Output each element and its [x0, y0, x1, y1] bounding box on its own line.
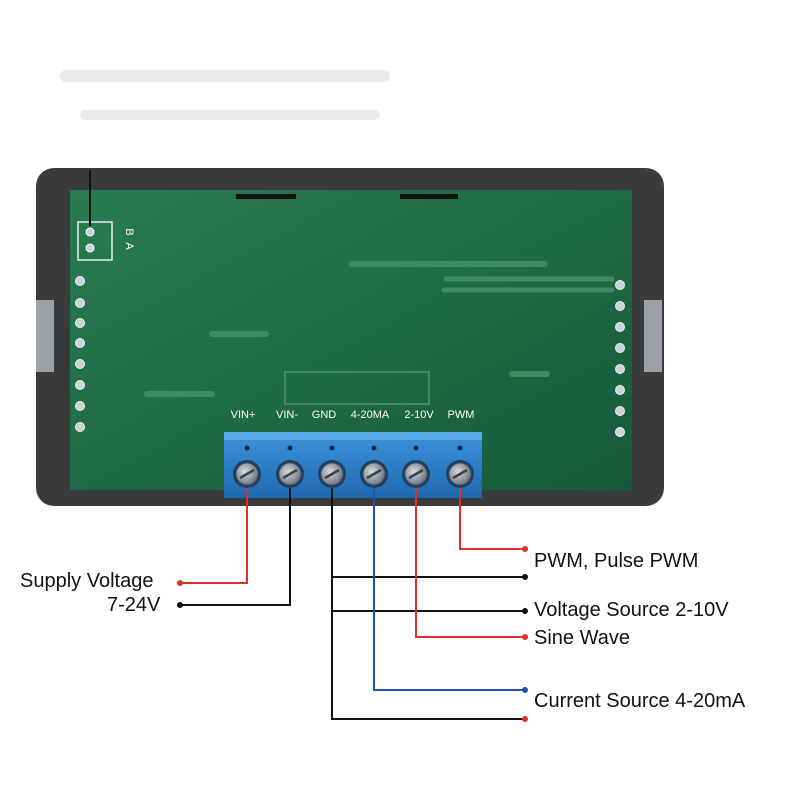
pcb-pad	[615, 427, 625, 437]
wire-end-dots	[177, 546, 528, 722]
terminal-label: GND	[312, 409, 337, 421]
supply-range-label: 7-24V	[107, 594, 161, 616]
terminal-wire-hole	[413, 445, 419, 451]
wire-supply-negative	[180, 488, 291, 606]
pcb-pad	[75, 298, 85, 308]
terminal-wire-hole	[329, 445, 335, 451]
header-label-b: B	[123, 228, 135, 235]
terminal-wire-hole	[244, 445, 250, 451]
pcb-pad	[615, 301, 625, 311]
screw-slot	[324, 468, 340, 480]
right-pad-column	[615, 280, 625, 437]
pcb-pad	[75, 380, 85, 390]
wire-current-source	[373, 488, 525, 691]
wire-supply-positive	[180, 488, 248, 584]
blurred-text-shadow	[60, 70, 390, 120]
voltage-source-label: Voltage Source 2-10V	[534, 599, 729, 621]
pcb-pad	[75, 338, 85, 348]
housing-side-tab-right	[644, 300, 662, 372]
screw-slot	[366, 468, 382, 480]
terminal-label: PWM	[448, 409, 475, 421]
terminal-labels: VIN+ VIN- GND 4-20MA 2-10V PWM	[231, 409, 475, 421]
wire-gnd-voltage	[331, 577, 525, 612]
screw-slot	[452, 468, 468, 480]
wire-pwm-output	[459, 488, 525, 550]
wire-gnd-current	[331, 611, 525, 720]
header-pin-b	[85, 227, 95, 237]
pcb-pad	[615, 322, 625, 332]
pcb-pad	[75, 359, 85, 369]
pcb-pad	[75, 401, 85, 411]
screw-slot	[282, 468, 298, 480]
header-pin-a	[85, 243, 95, 253]
screw-slot	[408, 468, 424, 480]
supply-voltage-label: Supply Voltage	[20, 570, 154, 592]
sine-wave-label: Sine Wave	[534, 627, 630, 649]
pcb-pad	[75, 276, 85, 286]
terminal-block	[224, 432, 482, 498]
left-pad-column	[75, 276, 85, 432]
pcb-pad	[75, 422, 85, 432]
terminal-label: 4-20MA	[351, 409, 390, 421]
pcb-pad	[615, 385, 625, 395]
terminal-label: VIN-	[276, 409, 298, 421]
pcb-pad	[615, 343, 625, 353]
wires	[89, 170, 525, 720]
terminal-label: VIN+	[231, 409, 256, 421]
terminal-block-highlight	[224, 432, 482, 440]
top-edge-pins	[236, 194, 458, 199]
pcb-pad	[615, 364, 625, 374]
pcb-pad	[615, 280, 625, 290]
pcb-pad	[615, 406, 625, 416]
terminal-label: 2-10V	[404, 409, 434, 421]
terminal-wire-hole	[457, 445, 463, 451]
wire-sine-wave	[415, 488, 525, 638]
pin-header-outline	[77, 221, 113, 261]
terminal-screws	[233, 445, 474, 488]
terminal-wire-hole	[287, 445, 293, 451]
pcb-pad	[75, 318, 85, 328]
pcb-traces	[144, 261, 615, 405]
terminal-wire-hole	[371, 445, 377, 451]
current-source-label: Current Source 4-20mA	[534, 690, 746, 712]
screw-slot	[239, 468, 255, 480]
housing-side-tab-left	[36, 300, 54, 372]
pwm-label: PWM, Pulse PWM	[534, 550, 699, 572]
header-label-a: A	[123, 242, 135, 250]
